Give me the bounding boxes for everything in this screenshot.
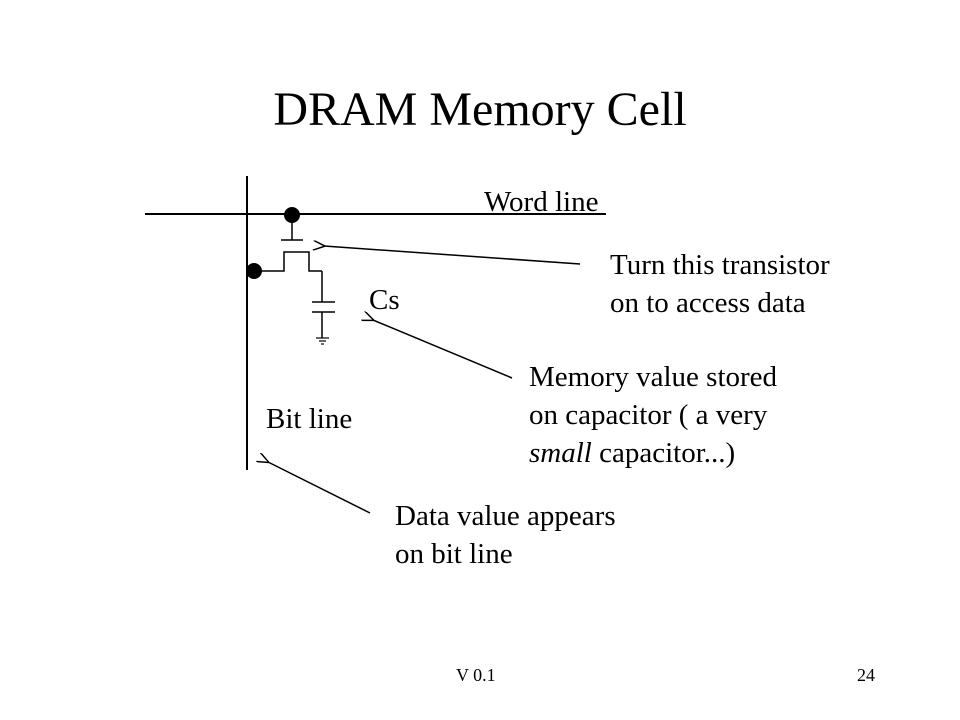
emphasis-small: small: [529, 437, 592, 469]
bitline-annotation-line-2: on bit line: [395, 538, 513, 570]
bitline-annotation: Data value appears on bit line: [395, 497, 616, 573]
footer-page-number: 24: [857, 665, 875, 685]
capacitor-annotation-line-1: Memory value stored: [529, 361, 778, 393]
storage-capacitor: [312, 271, 335, 338]
capacitor-annotation: Memory value stored on capacitor ( a ver…: [529, 358, 777, 472]
bit-line-label: Bit line: [266, 403, 353, 435]
capacitor-arrow: [373, 320, 513, 379]
transistor-annotation-line-1: Turn this transistor: [610, 249, 830, 281]
ground-symbol: [316, 337, 329, 345]
word-line-label: Word line: [484, 186, 599, 218]
footer-version: V 0.1: [456, 665, 496, 685]
access-transistor: [254, 215, 322, 272]
capacitor-annotation-line-3-rest: capacitor...): [591, 437, 736, 469]
slide-title: DRAM Memory Cell: [273, 83, 687, 136]
transistor-arrow: [324, 246, 581, 265]
capacitor-label: Cs: [369, 284, 400, 316]
bitline-annotation-line-1: Data value appears: [395, 500, 616, 532]
transistor-annotation: Turn this transistor on to access data: [610, 246, 830, 322]
capacitor-annotation-line-3: small capacitor...): [529, 434, 777, 472]
transistor-annotation-line-2: on to access data: [610, 287, 806, 319]
bitline-arrow: [268, 462, 371, 514]
capacitor-annotation-line-2: on capacitor ( a very: [529, 399, 768, 431]
